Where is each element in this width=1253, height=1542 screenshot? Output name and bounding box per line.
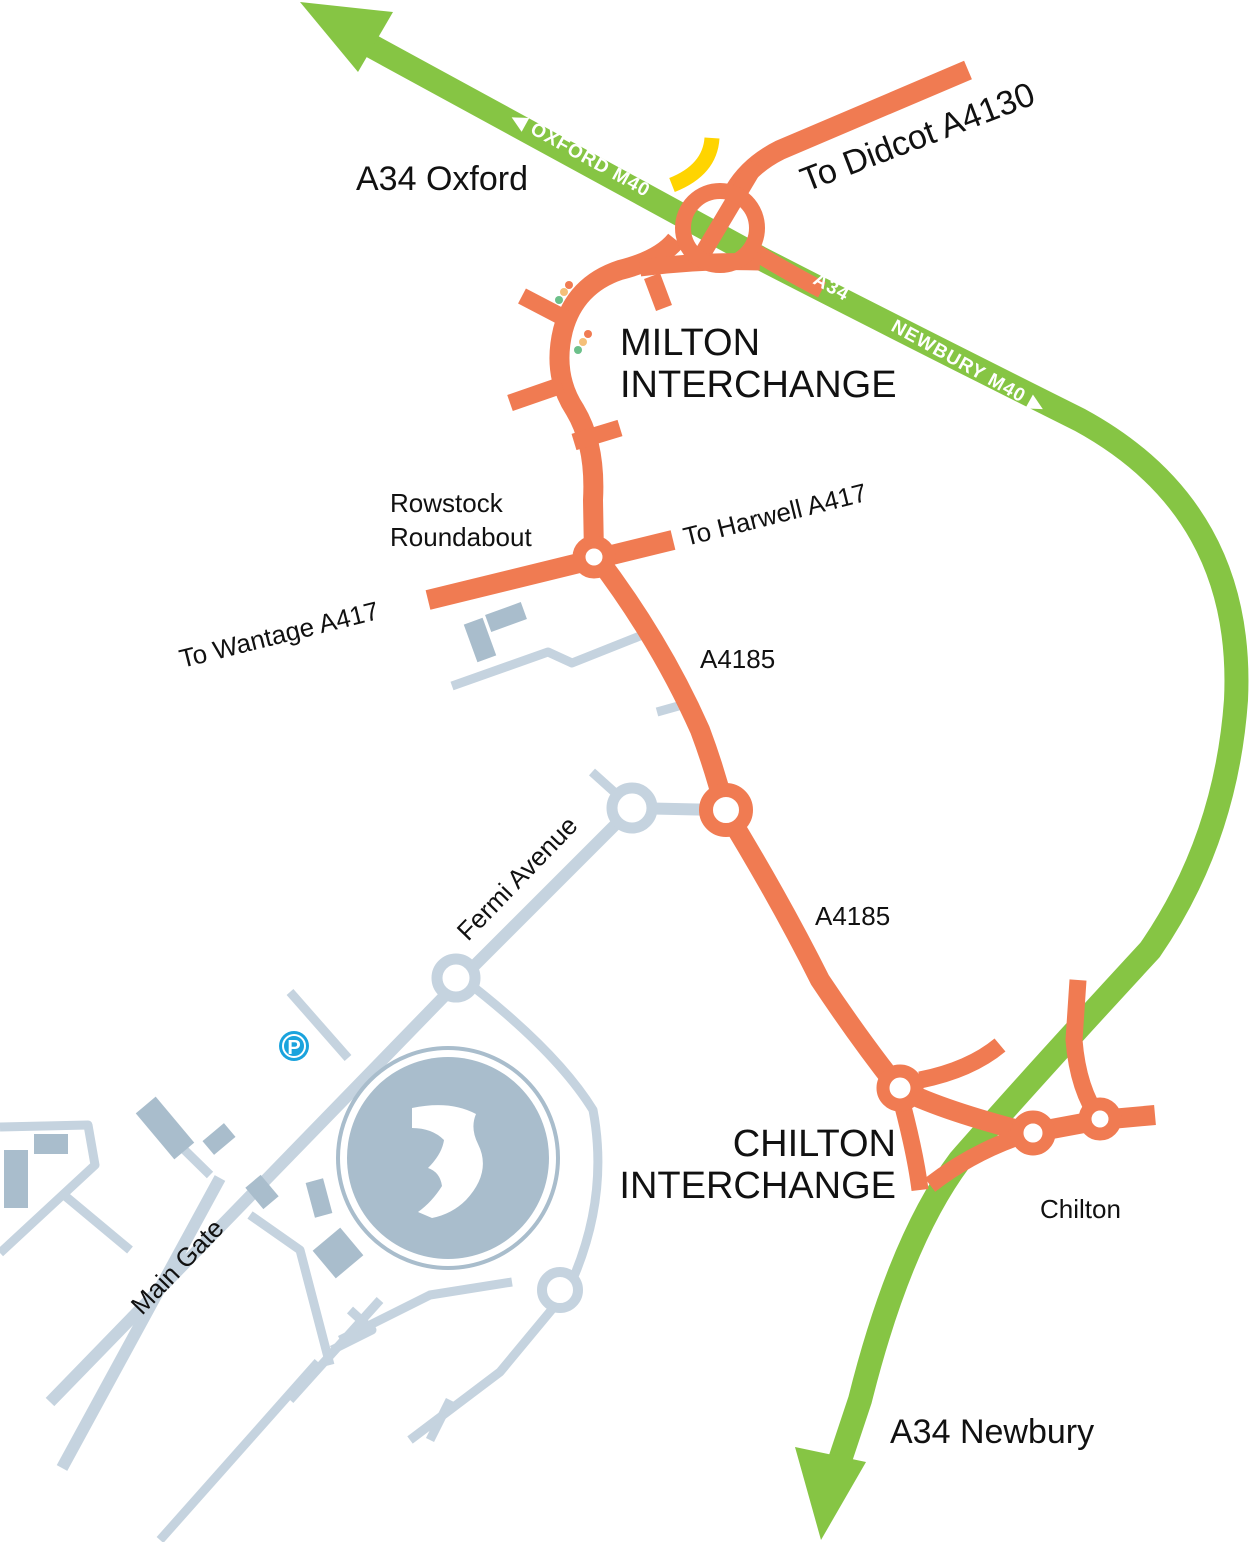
label-rowstock-2: Roundabout bbox=[390, 522, 532, 552]
synchrotron-logo bbox=[412, 1105, 483, 1218]
traffic-light-icon bbox=[574, 330, 592, 354]
site-roads bbox=[0, 631, 721, 1542]
site-roundabouts bbox=[431, 782, 658, 1313]
label-to-harwell: To Harwell A417 bbox=[680, 477, 870, 552]
label-chilton-1: CHILTON bbox=[733, 1123, 896, 1165]
label-a4185-lower: A4185 bbox=[815, 901, 890, 931]
svg-text:P: P bbox=[287, 1037, 300, 1059]
map-labels: A34 Oxford To Didcot A4130 MILTON INTERC… bbox=[125, 75, 1121, 1451]
orange-roundabouts bbox=[572, 183, 1122, 1156]
traffic-light-icon bbox=[555, 281, 573, 304]
label-a34-newbury: A34 Newbury bbox=[890, 1413, 1094, 1451]
label-rowstock-1: Rowstock bbox=[390, 488, 504, 518]
north-arrowhead bbox=[300, 2, 393, 72]
local-roads bbox=[425, 60, 1156, 1192]
a34-trunk-road bbox=[300, 2, 1249, 1540]
label-a34-oxford: A34 Oxford bbox=[356, 160, 528, 198]
label-main-gate: Main Gate bbox=[125, 1213, 230, 1320]
south-arrowhead bbox=[795, 1447, 866, 1540]
label-milton-2: INTERCHANGE bbox=[620, 364, 897, 406]
road-marking-oxford-m40: ◀ OXFORD M40 bbox=[507, 108, 654, 202]
slip-road-highlight bbox=[669, 137, 720, 192]
synchrotron bbox=[336, 1046, 560, 1270]
label-chilton-2: INTERCHANGE bbox=[619, 1165, 896, 1207]
site-buildings bbox=[4, 602, 527, 1279]
label-to-wantage: To Wantage A417 bbox=[176, 595, 381, 674]
label-milton-1: MILTON bbox=[620, 322, 760, 364]
label-a4185-upper: A4185 bbox=[700, 644, 775, 674]
road-marking-newbury-m40: NEWBURY M40 ▶ bbox=[888, 316, 1049, 418]
label-chilton-village: Chilton bbox=[1040, 1194, 1121, 1224]
parking-icon: P bbox=[279, 1031, 309, 1061]
